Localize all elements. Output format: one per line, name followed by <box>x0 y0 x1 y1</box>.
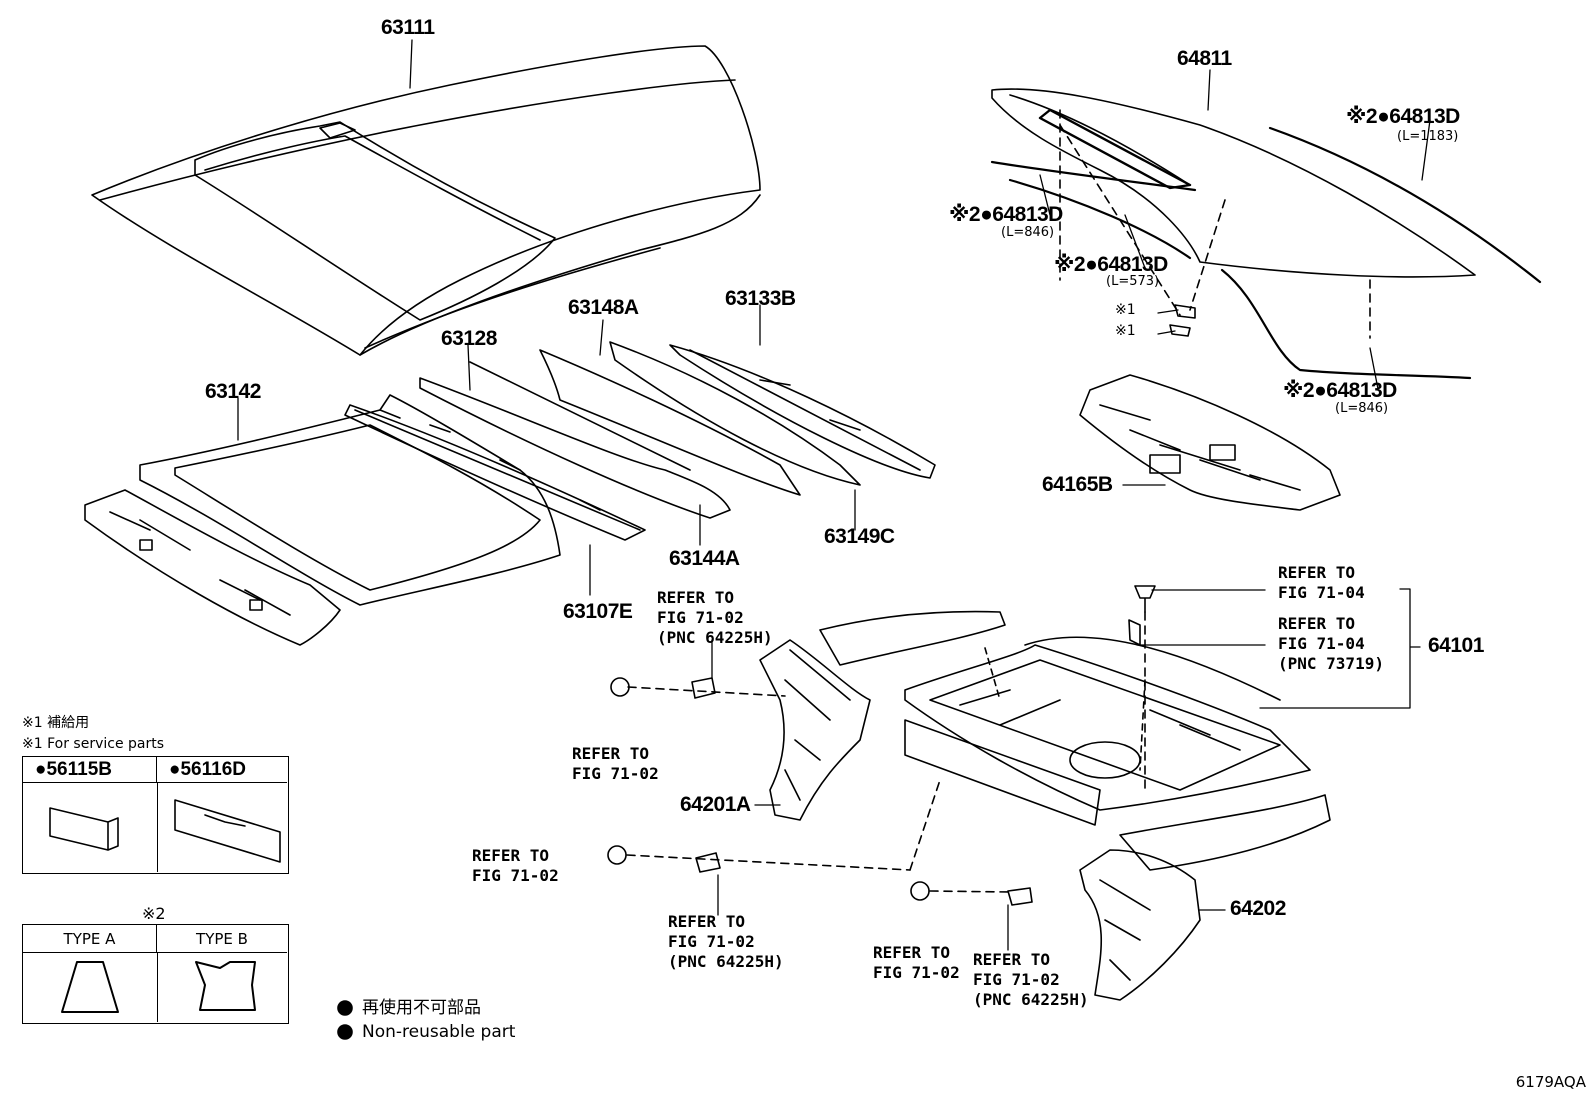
label-63111: 63111 <box>381 16 435 39</box>
label-63149c: 63149C <box>824 525 895 548</box>
legend-bullet-2 <box>337 1024 353 1040</box>
label-64813d-c: ※2●64813D <box>1054 253 1168 276</box>
service-table-header-2: ●56116D <box>157 757 287 783</box>
service-note-jp: ※1 補給用 <box>22 715 90 731</box>
roof-panel-drawing <box>91 45 761 356</box>
label-63107e: 63107E <box>563 600 633 623</box>
type-shape-sketches <box>61 961 256 1013</box>
legend-non-reusable-jp: 再使用不可部品 <box>362 998 481 1018</box>
label-64813d-a: ※2●64813D <box>1346 105 1460 128</box>
side-members-drawing <box>759 610 1331 1001</box>
service-table-divider <box>157 783 158 872</box>
refer-fig-71-04-b[interactable]: REFER TO FIG 71-04 (PNC 73719) <box>1278 614 1384 673</box>
leader-lines <box>237 39 1431 951</box>
roof-bows-drawing <box>344 341 936 541</box>
service-part-56115b: ●56115B <box>35 759 112 780</box>
label-64813d-d: ※2●64813D <box>1283 379 1397 402</box>
silencer-pad-drawing <box>1079 374 1341 511</box>
refer-fig-71-02-top[interactable]: REFER TO FIG 71-02 (PNC 64225H) <box>657 588 773 647</box>
type-table: TYPE A TYPE B <box>22 924 289 1024</box>
label-64813d-d-length: (L=846) <box>1335 401 1389 416</box>
service-part-sketches <box>49 799 281 863</box>
rear-floor-pan-drawing <box>904 636 1311 826</box>
service-parts-table: ●56115B ●56116D <box>22 756 289 874</box>
refer-fig-71-02-lower-left[interactable]: REFER TO FIG 71-02 <box>472 846 559 885</box>
refer-fig-71-02-bottom-right[interactable]: REFER TO FIG 71-02 (PNC 64225H) <box>973 950 1089 1009</box>
label-64811: 64811 <box>1177 47 1232 70</box>
service-table-header-1: ●56115B <box>23 757 157 783</box>
label-64813d-b-length: (L=846) <box>1001 225 1055 240</box>
label-64813d-c-length: (L=573) <box>1106 274 1160 289</box>
note1-marker-a: ※1 <box>1115 302 1136 318</box>
type-note-marker: ※2 <box>142 904 166 923</box>
label-63144a: 63144A <box>669 547 740 570</box>
service-note-en: ※1 For service parts <box>22 736 165 752</box>
note1-marker-b: ※1 <box>1115 323 1136 339</box>
refer-fig-71-04-a[interactable]: REFER TO FIG 71-04 <box>1278 563 1365 602</box>
fasteners-drawing <box>607 585 1156 906</box>
refer-fig-71-02-left[interactable]: REFER TO FIG 71-02 <box>572 744 659 783</box>
refer-fig-71-02-bottom[interactable]: REFER TO FIG 71-02 <box>873 943 960 982</box>
type-b-header: TYPE B <box>157 925 287 953</box>
label-64201a: 64201A <box>680 793 751 816</box>
service-part-56116d: ●56116D <box>169 759 246 780</box>
label-64813d-b: ※2●64813D <box>949 203 1063 226</box>
type-table-divider <box>157 953 158 1022</box>
back-glass-drawing <box>990 88 1542 380</box>
label-63142: 63142 <box>205 380 261 403</box>
sunroof-frame-drawing <box>84 394 561 646</box>
refer-fig-71-02-lower[interactable]: REFER TO FIG 71-02 (PNC 64225H) <box>668 912 784 971</box>
diagram-code: 6179AQA <box>1515 1073 1586 1091</box>
legend-bullet-1 <box>337 1000 353 1016</box>
label-64165b: 64165B <box>1042 473 1113 496</box>
label-64101: 64101 <box>1428 634 1484 657</box>
label-64202: 64202 <box>1230 897 1286 920</box>
type-a-header: TYPE A <box>23 925 157 953</box>
label-64813d-a-length: (L=1183) <box>1397 129 1459 144</box>
label-63133b: 63133B <box>725 287 796 310</box>
legend-non-reusable-en: Non-reusable part <box>362 1022 516 1042</box>
label-63128: 63128 <box>441 327 497 350</box>
label-63148a: 63148A <box>568 296 639 319</box>
